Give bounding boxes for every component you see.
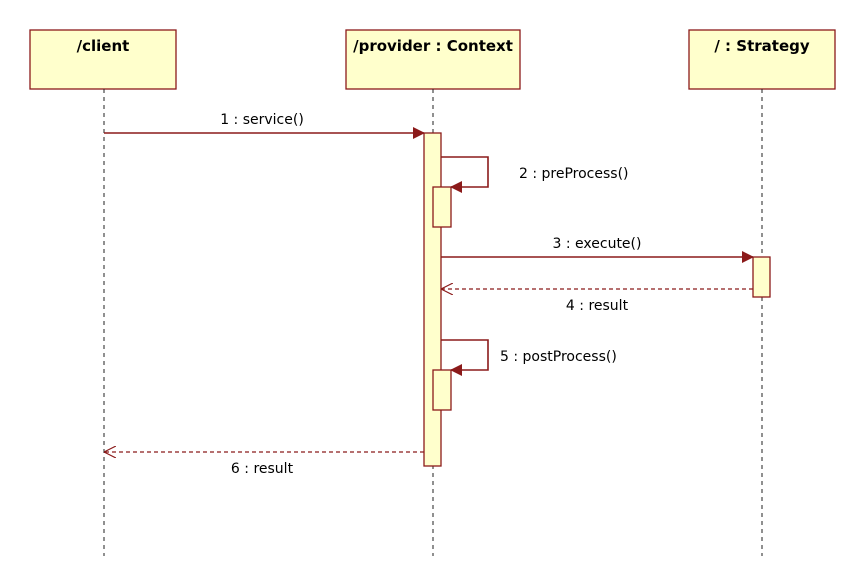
message-2-label: 2 : preProcess(): [519, 166, 629, 182]
lifeline-strategy-label: / : Strategy: [714, 37, 809, 55]
message-2[interactable]: 2 : preProcess(): [441, 156, 629, 193]
message-5-arrow: [441, 339, 489, 376]
lifeline-context: /provider : Context: [345, 29, 521, 556]
activation-strategy: [752, 256, 771, 298]
message-4[interactable]: 4 : result: [442, 289, 753, 314]
message-5[interactable]: 5 : postProcess(): [441, 339, 617, 376]
lifeline-strategy: / : Strategy: [688, 29, 836, 556]
message-4-label: 4 : result: [566, 298, 629, 314]
lifeline-client: /client: [29, 29, 177, 556]
lifeline-context-box[interactable]: [345, 29, 521, 90]
activation-context-main: [423, 132, 442, 467]
activation-context-postprocess: [432, 369, 452, 411]
activation-context-preprocess: [432, 186, 452, 228]
message-3-label: 3 : execute(): [553, 236, 642, 252]
message-3[interactable]: 3 : execute(): [441, 236, 754, 263]
message-6-label: 6 : result: [231, 461, 294, 477]
lifeline-client-box[interactable]: [29, 29, 177, 90]
lifeline-client-label: /client: [77, 37, 130, 55]
message-1[interactable]: 1 : service(): [104, 112, 425, 139]
message-2-arrow: [441, 156, 489, 193]
message-5-label: 5 : postProcess(): [500, 349, 617, 365]
lifeline-strategy-box[interactable]: [688, 29, 836, 90]
lifeline-context-label: /provider : Context: [353, 37, 513, 55]
message-1-label: 1 : service(): [220, 112, 304, 128]
message-6[interactable]: 6 : result: [105, 452, 424, 477]
